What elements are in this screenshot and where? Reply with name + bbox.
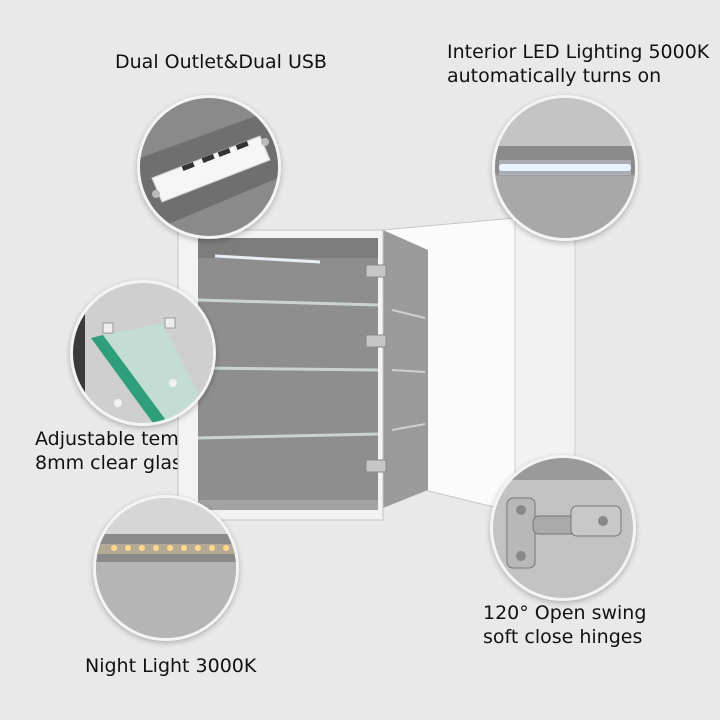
led-strip-icon: [492, 95, 638, 241]
hinges-feature-line2: soft close hinges: [483, 626, 643, 648]
usb-feature-label: Dual Outlet&Dual USB: [115, 51, 327, 73]
night-light-icon: [93, 495, 239, 641]
led-feature-line2: automatically turns on: [447, 65, 662, 87]
outlet-usb-icon: [137, 95, 281, 239]
night-feature-label: Night Light 3000K: [85, 655, 257, 677]
glass-shelf-icon: [70, 280, 216, 426]
hinges-feature-label: 120° Open swing soft close hinges: [483, 601, 646, 649]
led-feature-line1: Interior LED Lighting 5000K: [447, 41, 710, 63]
hinge-icon: [490, 455, 636, 601]
led-feature-label: Interior LED Lighting 5000K automaticall…: [447, 40, 709, 88]
hinges-feature-line1: 120° Open swing: [483, 602, 647, 624]
